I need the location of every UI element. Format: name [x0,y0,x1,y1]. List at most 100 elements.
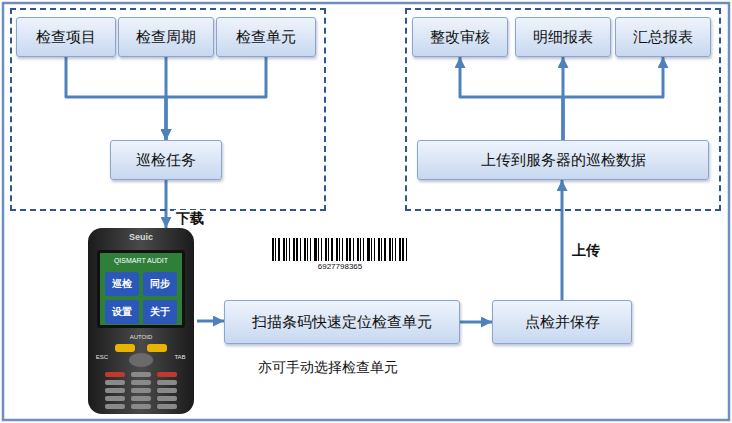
key [131,396,151,401]
barcode-bar [406,238,407,261]
box-text: 扫描条码快速定位检查单元 [252,313,432,332]
flow-arrow [460,321,492,324]
device-text: 巡检 [105,272,139,296]
key [157,380,177,385]
process-box: 巡检任务 [110,140,222,180]
barcode-bar [283,238,285,261]
barcode-bar [314,238,317,261]
device-text: 关于 [143,300,177,324]
barcode-bar [296,238,298,261]
barcode-bar [392,238,393,261]
key [157,372,177,377]
barcode-bar [286,238,287,261]
flow-arrow [66,57,166,140]
key [131,372,151,377]
key [105,404,125,409]
key [105,396,125,401]
process-box: 检查单元 [216,17,316,57]
key [105,380,125,385]
screen-button [105,300,139,324]
barcode-bar [402,238,404,261]
barcode-bar [342,238,343,261]
barcode-bar [349,238,351,261]
barcode [272,238,407,261]
barcode-bar [325,238,327,261]
key [131,388,151,393]
box-text: 检查单元 [236,28,296,47]
key [105,372,125,377]
device-text: 设置 [105,300,139,324]
barcode-bar [381,238,382,261]
barcode-bar [289,238,290,261]
barcode-bar [310,238,311,261]
key [157,396,177,401]
screen [100,253,182,325]
process-box: 上传到服务器的巡检数据 [417,140,709,180]
barcode-bar [272,238,274,261]
device-body [88,228,194,414]
process-box: 整改审核 [412,17,508,57]
box-text: 明细报表 [533,28,593,47]
barcode-bar [336,238,338,261]
device-text: 同步 [143,272,177,296]
barcode-bar [339,238,340,261]
barcode-bar [318,238,319,261]
edge-label: 下载 [174,210,206,228]
barcode-bar [346,238,348,261]
barcode-bar [374,238,375,261]
process-box: 汇总报表 [615,17,711,57]
key [131,404,151,409]
barcode-bar [357,238,359,261]
screen-button [105,272,139,296]
screen-button [143,300,177,324]
flow-arrow [166,57,266,140]
barcode-bar [300,238,301,261]
device-text: TAB [169,352,191,362]
box-text: 检查项目 [36,28,96,47]
box-text: 巡检任务 [136,151,196,170]
process-box: 明细报表 [515,17,611,57]
barcode-bar [307,238,308,261]
device-text: ESC [91,352,113,362]
key [131,380,151,385]
note-text: 亦可手动选择检查单元 [258,359,398,377]
barcode-bar [278,238,280,261]
device-text: QISMART AUDIT [101,254,181,266]
barcode-bar [293,238,295,261]
box-text: 检查周期 [136,28,196,47]
device-text: AUTOID [121,332,161,342]
outer-frame [3,3,729,420]
nav-key [129,353,153,367]
barcode-bar [328,238,329,261]
flow-arrow [165,180,168,228]
box-text: 点检并保存 [525,313,600,332]
flow-arrow [561,180,564,300]
barcode-number: 6927798365 [270,262,410,271]
device-text: Seuic [115,230,167,244]
process-box: 点检并保存 [492,300,632,344]
barcode-bar [360,238,361,261]
key [147,344,167,352]
box-text: 汇总报表 [633,28,693,47]
handheld-illustration [85,228,197,414]
edge-label: 上传 [570,242,602,260]
barcode-bar [275,238,276,261]
dashed-group: 检查项目 检查周期 检查单元巡检任务 [10,8,326,211]
key [105,388,125,393]
key [157,388,177,393]
screen-bezel [97,250,185,328]
key [115,344,135,352]
screen-button [143,272,177,296]
barcode-bar [395,238,396,261]
barcode-bar [363,238,364,261]
flow-arrow [563,57,663,140]
process-box: 扫描条码快速定位检查单元 [224,300,460,344]
process-box: 检查周期 [118,17,214,57]
barcode-bar [321,238,322,261]
flow-arrow [197,320,224,323]
barcode-bar [399,238,401,261]
flow-arrow [460,57,563,140]
handheld-device: SeuicQISMART AUDIT 巡检同步设置关于 ESC TAB AUTOID [85,228,197,414]
connector-group [66,57,663,322]
